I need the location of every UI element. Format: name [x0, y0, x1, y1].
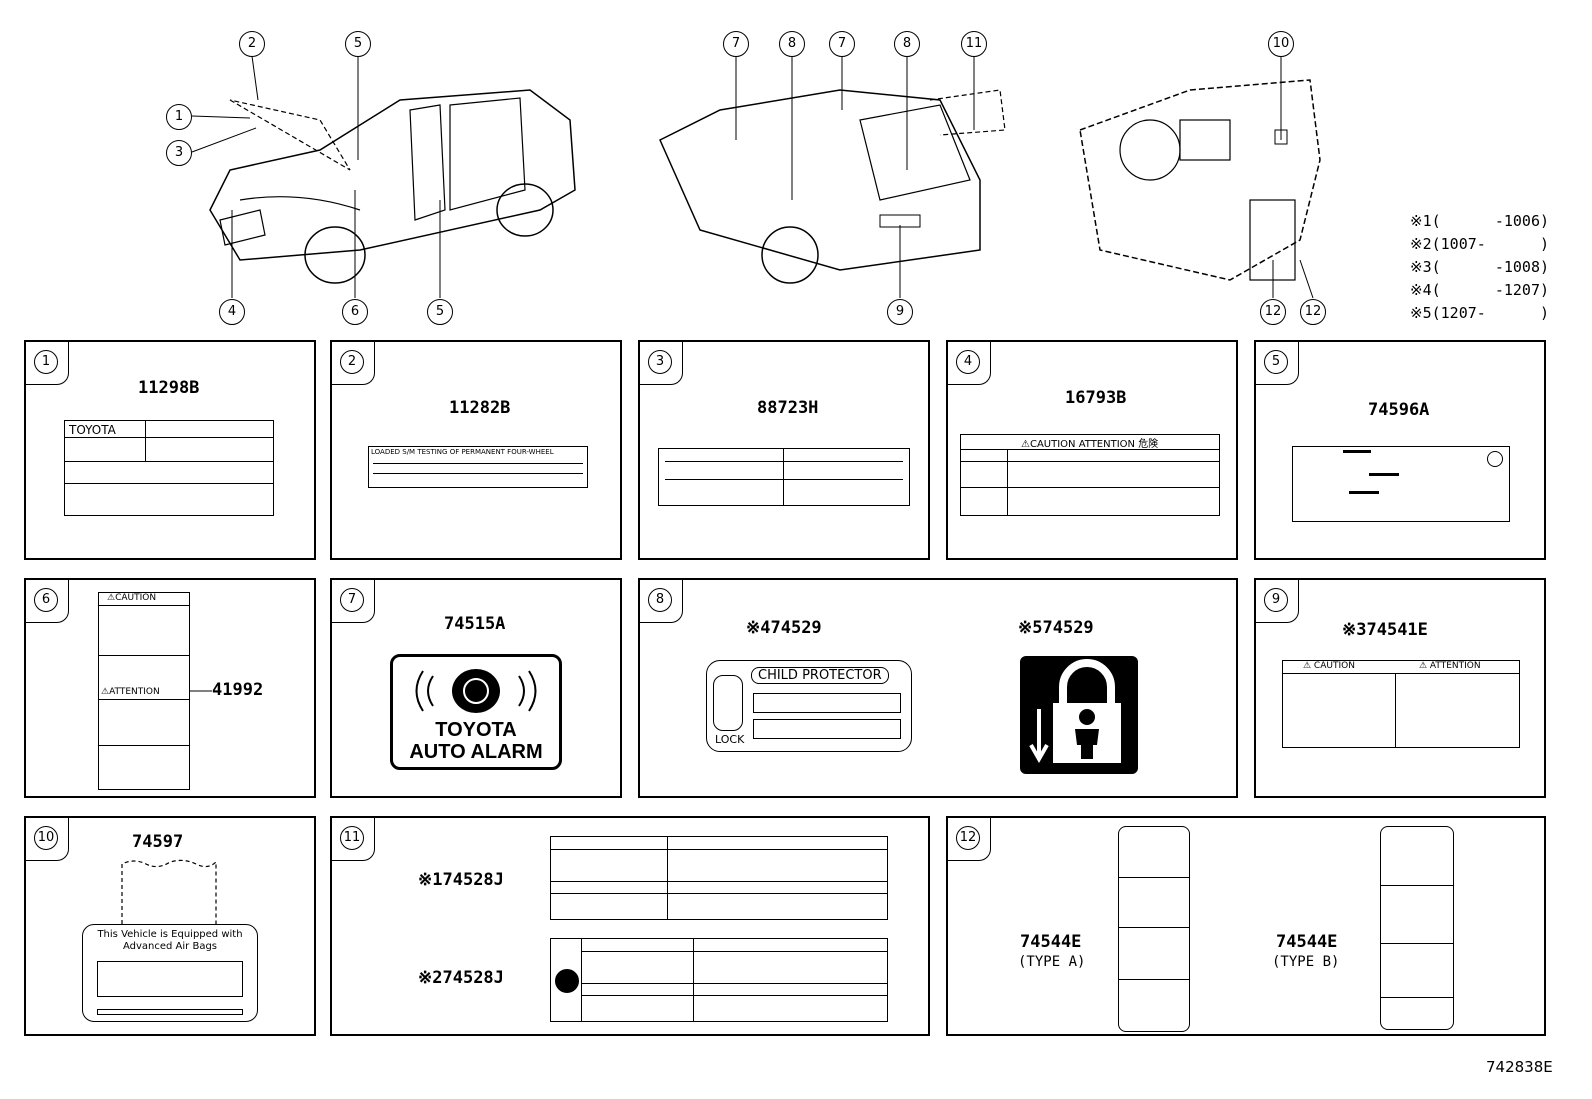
panel-7: 7 74515A TOYOTA AUTO ALARM — [330, 578, 622, 798]
alarm-icon — [415, 669, 537, 713]
no-hand-icon — [555, 969, 579, 993]
panel-number: 7 — [340, 588, 364, 612]
torn-edge — [121, 859, 217, 924]
alarm-line1: TOYOTA — [435, 719, 517, 741]
callout-8b: 8 — [894, 31, 920, 57]
callout-7b: 7 — [829, 31, 855, 57]
back-door-label-1 — [550, 836, 888, 920]
callout-9: 9 — [887, 299, 913, 325]
note-4: ※4( -1207) — [1410, 281, 1550, 299]
info-label — [1292, 446, 1510, 522]
part-number: 74515A — [444, 614, 506, 634]
part-number: 16793B — [1065, 388, 1127, 408]
panel-number: 12 — [956, 826, 980, 850]
panel-9: 9 ※374541E ⚠ CAUTION ⚠ ATTENTION — [1254, 578, 1546, 798]
caution-attention-label: ⚠CAUTION ⚠ATTENTION — [98, 592, 190, 790]
panel-number: 3 — [648, 350, 672, 374]
leader-lines — [191, 55, 1314, 299]
callout-12: 12 — [1260, 299, 1286, 325]
type-a: (TYPE A) — [1018, 954, 1086, 970]
diagram-id: 742838E — [1486, 1058, 1553, 1076]
panel-number: 9 — [1264, 588, 1288, 612]
emission-label: TOYOTA — [64, 420, 274, 516]
child-protector-label: CHILD PROTECTOR LOCK — [706, 660, 912, 752]
part-number-b: 74544E — [1276, 932, 1338, 952]
part-number: 41992 — [212, 680, 264, 700]
part-number: 11298B — [138, 378, 200, 398]
panel-2: 2 11282B LOADED S/M TESTING OF PERMANENT… — [330, 340, 622, 560]
panel-number: 11 — [340, 826, 364, 850]
alarm-line2: AUTO ALARM — [409, 741, 543, 763]
caution-label: ⚠CAUTION ATTENTION 危険 — [960, 434, 1220, 516]
panel-number: 6 — [34, 588, 58, 612]
part-number-a: ※174528J — [418, 870, 504, 890]
note-2: ※2(1007- ) — [1410, 235, 1550, 253]
front-vehicle-illustration — [209, 89, 576, 284]
child-lock-pictogram — [1020, 656, 1138, 774]
type-b: (TYPE B) — [1272, 954, 1340, 970]
part-number-a: 74544E — [1020, 932, 1082, 952]
cargo-label: ⚠ CAUTION ⚠ ATTENTION — [1282, 660, 1520, 748]
airbag-label: This Vehicle is Equipped with Advanced A… — [82, 924, 258, 1022]
child-lock-icon — [1029, 659, 1121, 764]
callout-5b: 5 — [427, 299, 453, 325]
panel-10: 10 74597 This Vehicle is Equipped with A… — [24, 816, 316, 1036]
callout-3: 3 — [166, 140, 192, 166]
part-number: 74596A — [1368, 400, 1430, 420]
callout-12b: 12 — [1300, 299, 1326, 325]
callout-7: 7 — [723, 31, 749, 57]
interior-illustration — [1079, 79, 1321, 281]
part-number: ※374541E — [1342, 620, 1428, 640]
warning-label — [658, 448, 910, 506]
part-number: 11282B — [449, 398, 511, 418]
back-door-label-2 — [550, 938, 888, 1022]
panel-number: 1 — [34, 350, 58, 374]
callout-1: 1 — [166, 104, 192, 130]
callout-6: 6 — [342, 299, 368, 325]
panel-number: 5 — [1264, 350, 1288, 374]
panel-5: 5 74596A — [1254, 340, 1546, 560]
panel-number: 2 — [340, 350, 364, 374]
part-number-b: ※574529 — [1018, 618, 1094, 638]
callout-5: 5 — [345, 31, 371, 57]
panel-1: 1 11298B TOYOTA — [24, 340, 316, 560]
panel-3: 3 88723H — [638, 340, 930, 560]
panel-8: 8 ※474529 CHILD PROTECTOR LOCK ※574529 — [638, 578, 1238, 798]
part-number: 74597 — [132, 832, 184, 852]
callout-4: 4 — [219, 299, 245, 325]
seat-label-b — [1380, 826, 1454, 1030]
callout-10: 10 — [1268, 31, 1294, 57]
alarm-label: TOYOTA AUTO ALARM — [390, 654, 562, 770]
part-number-a: ※474529 — [746, 618, 822, 638]
testing-label: LOADED S/M TESTING OF PERMANENT FOUR-WHE… — [368, 446, 588, 488]
leader-line — [190, 690, 212, 692]
panel-11: 11 ※174528J ※274528J — [330, 816, 930, 1036]
panel-12: 12 74544E (TYPE A) 74544E (TYPE B) — [946, 816, 1546, 1036]
panel-number: 8 — [648, 588, 672, 612]
seat-label-a — [1118, 826, 1190, 1032]
part-number: 88723H — [757, 398, 819, 418]
panel-6: 6 ⚠CAUTION ⚠ATTENTION 41992 — [24, 578, 316, 798]
note-1: ※1( -1006) — [1410, 212, 1550, 230]
part-number-b: ※274528J — [418, 968, 504, 988]
note-3: ※3( -1008) — [1410, 258, 1550, 276]
panel-number: 4 — [956, 350, 980, 374]
note-5: ※5(1207- ) — [1410, 304, 1550, 322]
panel-4: 4 16793B ⚠CAUTION ATTENTION 危険 — [946, 340, 1238, 560]
panel-number: 10 — [34, 826, 58, 850]
